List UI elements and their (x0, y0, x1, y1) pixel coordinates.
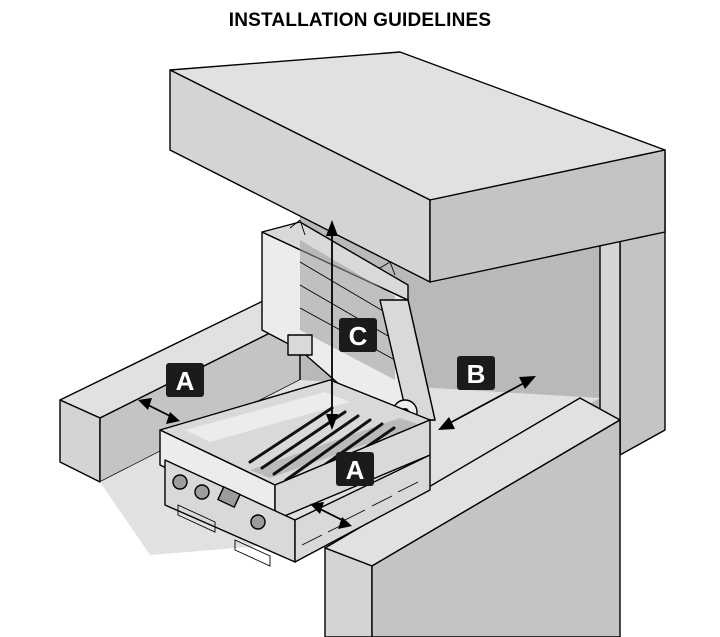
page-title: INSTALLATION GUIDELINES (228, 10, 492, 31)
left-counter (59, 299, 301, 483)
clearance-arrow-a-front (310, 502, 352, 529)
label-b: B (457, 356, 495, 390)
front-counter (324, 397, 621, 637)
label-c: C (339, 318, 377, 352)
clearance-arrow-a-left (138, 398, 180, 424)
clearance-arrow-b (438, 376, 536, 430)
label-a-front: A (336, 452, 374, 486)
label-a-front-text: A (346, 455, 365, 485)
label-b-text: B (467, 359, 486, 389)
overhead-canopy (169, 51, 666, 283)
label-a-left-text: A (176, 366, 195, 396)
label-a-left: A (166, 363, 204, 397)
label-c-text: C (349, 321, 368, 351)
clearance-arrow-c (326, 220, 338, 430)
